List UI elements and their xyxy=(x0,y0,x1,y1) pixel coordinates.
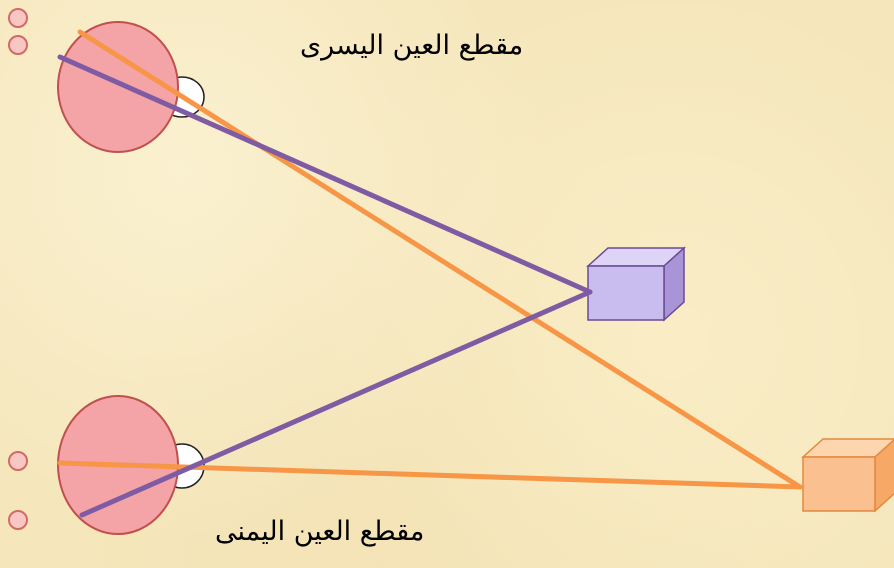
left-eye-near-sightline xyxy=(57,54,593,295)
right-eye-far-sightline xyxy=(57,460,803,490)
left-eyeball xyxy=(57,21,179,153)
left-eye-section-label: مقطع العين اليسرى xyxy=(300,30,524,61)
far-object-cube xyxy=(801,438,894,513)
small-circle-2 xyxy=(8,35,28,55)
near-object-cube xyxy=(586,246,686,322)
left-eye-far-sightline xyxy=(77,29,803,490)
right-eye-near-sightline xyxy=(79,289,593,518)
right-eye-section-label: مقطع العين اليمنى xyxy=(215,516,425,547)
small-circle-3 xyxy=(8,451,28,471)
small-circle-4 xyxy=(8,510,28,530)
small-circle-1 xyxy=(8,8,28,28)
